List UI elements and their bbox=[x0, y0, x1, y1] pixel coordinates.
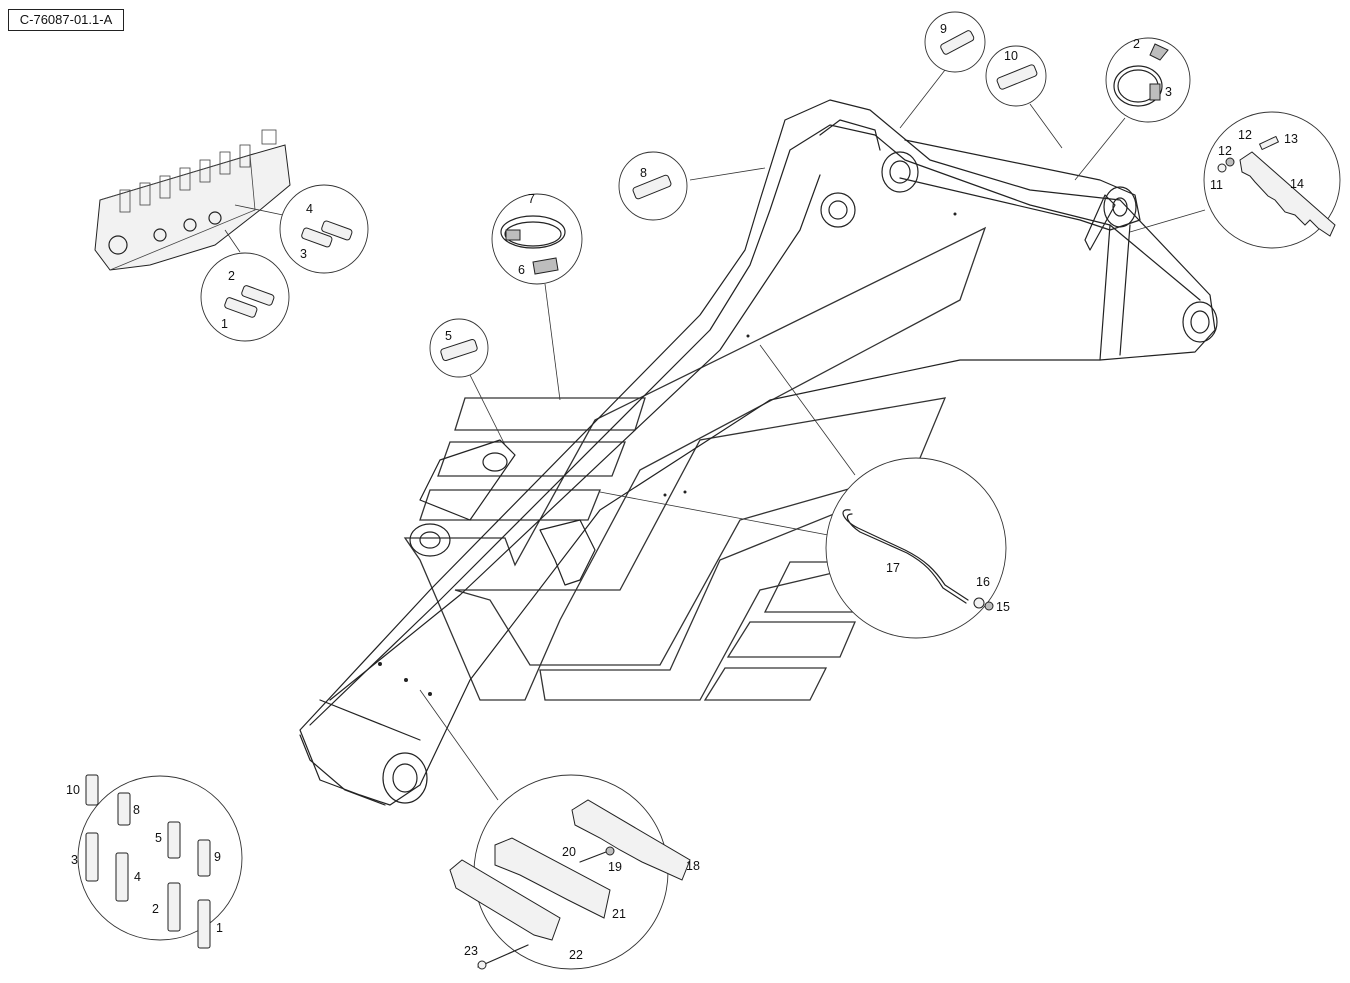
callout-21: 21 bbox=[612, 907, 626, 921]
callout-11: 11 bbox=[1210, 178, 1223, 192]
callout-3: 3 bbox=[300, 247, 307, 261]
callout-12b: 12 bbox=[1218, 144, 1232, 158]
detail-clamp-7-6: 7 6 bbox=[491, 192, 583, 401]
fitting-icon bbox=[301, 220, 353, 248]
control-valve-block bbox=[94, 129, 291, 271]
detail-hose-line: 17 16 15 bbox=[599, 344, 1010, 639]
callout-9: 9 bbox=[940, 22, 947, 36]
fitting-icon bbox=[440, 339, 478, 361]
detail-fitting-8: 8 bbox=[618, 151, 766, 221]
hose-clamp-icon bbox=[500, 215, 566, 249]
callout-6: 6 bbox=[518, 263, 525, 277]
fitting-icon bbox=[85, 774, 211, 949]
detail-fitting-9: 9 bbox=[899, 11, 986, 129]
callout-16: 16 bbox=[976, 575, 990, 589]
callout-13: 13 bbox=[1284, 132, 1298, 146]
hose-line-icon bbox=[842, 509, 969, 601]
callout-4: 4 bbox=[134, 870, 141, 884]
callout-2: 2 bbox=[1133, 37, 1140, 51]
callout-5: 5 bbox=[155, 831, 162, 845]
callout-8: 8 bbox=[133, 803, 140, 817]
fitting-icon bbox=[996, 64, 1038, 90]
callout-1: 1 bbox=[216, 921, 223, 935]
callout-1: 1 bbox=[221, 317, 228, 331]
callout-10: 10 bbox=[66, 783, 80, 797]
detail-valve-fittings-lower: 2 1 bbox=[200, 229, 290, 342]
hose-bracket-icon bbox=[1239, 151, 1336, 237]
callout-22: 22 bbox=[569, 948, 583, 962]
detail-clamp-2-3: 2 3 bbox=[1074, 37, 1191, 181]
hose-clamp-icon bbox=[1113, 65, 1163, 107]
callout-4: 4 bbox=[306, 202, 313, 216]
fitting-icon bbox=[632, 174, 672, 200]
boom-arm bbox=[299, 99, 1218, 806]
fitting-icon bbox=[224, 285, 275, 318]
detail-hose-bracket: 12 13 12 11 14 bbox=[1129, 111, 1341, 249]
callout-17: 17 bbox=[886, 561, 900, 575]
drawing-reference-code: C-76087-01.1-A bbox=[8, 9, 124, 31]
callout-18: 18 bbox=[686, 859, 700, 873]
detail-valve-fittings-upper: 4 3 bbox=[234, 184, 369, 274]
callout-7: 7 bbox=[528, 192, 535, 206]
callout-2: 2 bbox=[228, 269, 235, 283]
detail-fitting-set: 10 8 5 9 3 4 2 1 bbox=[66, 774, 243, 949]
callout-2: 2 bbox=[152, 902, 159, 916]
detail-clamp-block: 20 19 18 21 23 22 bbox=[419, 689, 700, 970]
callout-10: 10 bbox=[1004, 49, 1018, 63]
callout-15: 15 bbox=[996, 600, 1010, 614]
fitting-icon bbox=[940, 30, 975, 55]
callout-12: 12 bbox=[1238, 128, 1252, 142]
callout-9: 9 bbox=[214, 850, 221, 864]
detail-fitting-10: 10 bbox=[985, 45, 1063, 149]
callout-19: 19 bbox=[608, 860, 622, 874]
detail-fitting-5: 5 bbox=[429, 318, 506, 446]
callout-23: 23 bbox=[464, 944, 478, 958]
callout-3: 3 bbox=[71, 853, 78, 867]
callout-5: 5 bbox=[445, 329, 452, 343]
clamp-block-icon bbox=[571, 799, 691, 881]
callout-3: 3 bbox=[1165, 85, 1172, 99]
callout-20: 20 bbox=[562, 845, 576, 859]
callout-14: 14 bbox=[1290, 177, 1304, 191]
callout-8: 8 bbox=[640, 166, 647, 180]
